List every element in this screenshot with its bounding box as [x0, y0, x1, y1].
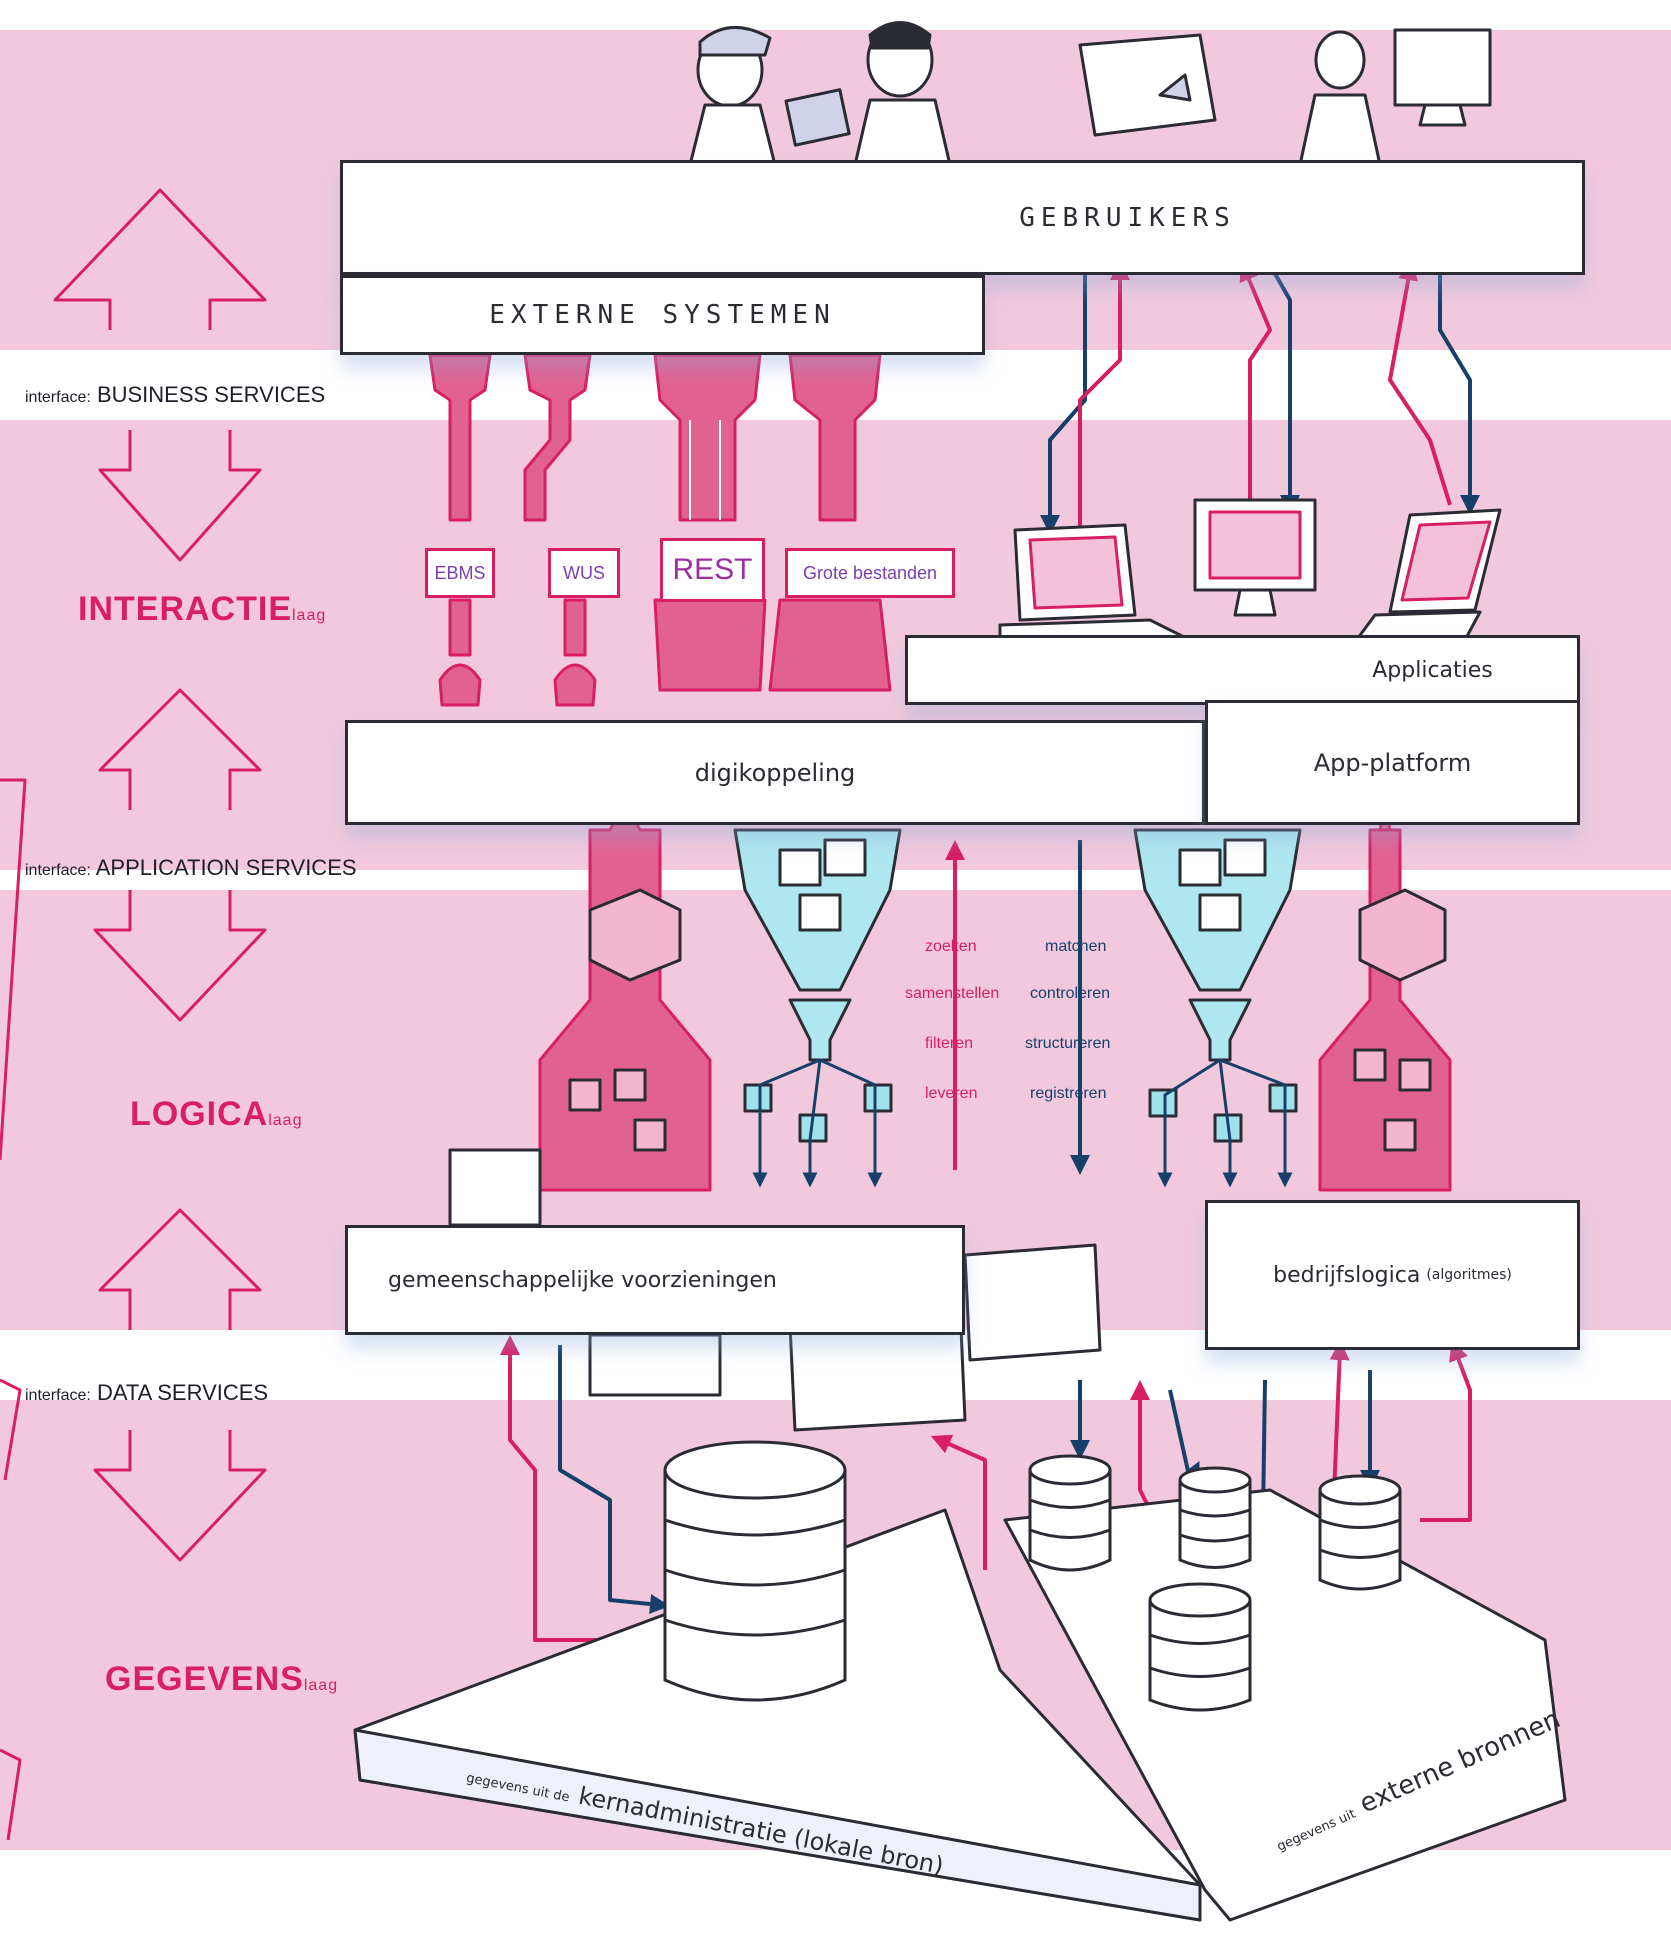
monitor-icon: [1393, 28, 1492, 127]
op-zoeken: zoeken: [925, 938, 977, 955]
plug-icon: [768, 353, 892, 692]
arrow-red-up: [500, 1335, 665, 1642]
info-containers: [538, 798, 1452, 1192]
monitor-icon: [1193, 498, 1317, 617]
laptop-icon: [998, 523, 1192, 652]
op-registreren: registreren: [1030, 1085, 1107, 1102]
arrow-up-logica-icon: [98, 688, 262, 810]
arrow-down-data-icon: [93, 1430, 267, 1562]
applicaties-block: Applicaties: [905, 635, 1580, 705]
interface-application-services: interface: APPLICATION SERVICES: [25, 855, 357, 880]
data-cube-icon: [568, 888, 1447, 1152]
digikoppeling-label: digikoppeling: [694, 758, 856, 787]
protocol-pipes: [428, 353, 892, 707]
app-platform-block: App-platform: [1205, 700, 1580, 825]
layer-logica: LOGICAlaag: [130, 1095, 303, 1133]
arrow-navy-down: [1268, 264, 1300, 515]
op-structureren: structureren: [1025, 1035, 1111, 1052]
database-icon: [1178, 1466, 1252, 1569]
arrow-red-up: [1420, 1340, 1472, 1522]
user-figure-icon: [1298, 30, 1382, 167]
info-bottle-left: [538, 798, 712, 1192]
op-filteren: filteren: [925, 1035, 974, 1052]
database-icon: [1148, 1582, 1252, 1712]
arrow-navy-down: [1168, 1389, 1200, 1484]
arrow-red-up: [1078, 260, 1130, 530]
data-platforms: [353, 1488, 1567, 1922]
interface-business-services: interface: BUSINESS SERVICES: [25, 382, 326, 407]
database-icon: [663, 1440, 847, 1702]
arrow-down-business-icon: [98, 430, 262, 562]
funnels: [733, 828, 1302, 1143]
data-cube-icon: [778, 838, 1267, 932]
op-matchen: matchen: [1045, 938, 1107, 955]
arrow-navy-down: [1040, 265, 1087, 535]
funnel-output-arrows: [752, 1058, 1293, 1188]
arrow-red-up: [930, 1434, 987, 1570]
user-figure-icon: [688, 26, 777, 167]
tablet-icon: [1078, 33, 1217, 137]
arrow-navy-down: [1438, 265, 1480, 515]
protocol-rest: REST: [660, 538, 765, 602]
app-platform-label: App-platform: [1313, 748, 1472, 777]
op-controleren: controleren: [1030, 985, 1111, 1002]
databases: [663, 1440, 1402, 1712]
arrow-up-interactie-icon: [53, 188, 267, 330]
externe-systemen-block: EXTERNE SYSTEMEN: [340, 275, 985, 355]
database-icon: [1318, 1474, 1402, 1591]
left-edge-stroke: [0, 778, 27, 1841]
gebruikers-label: GEBRUIKERS: [1019, 202, 1236, 233]
bedrijfslogica-sublabel: (algoritmes): [1426, 1267, 1512, 1283]
plug-icon: [523, 353, 597, 707]
interface-data-services: interface: DATA SERVICES: [25, 1380, 269, 1405]
platform-externe-bronnen: [1003, 1488, 1567, 1922]
arrow-red-up: [1388, 260, 1452, 506]
digikoppeling-block: digikoppeling: [345, 720, 1205, 825]
protocol-grote-bestanden: Grote bestanden: [785, 548, 955, 598]
op-leveren: leveren: [925, 1085, 978, 1102]
layer-interactie: INTERACTIElaag: [78, 590, 327, 628]
arrow-red-up: [1239, 260, 1272, 505]
applicaties-label: Applicaties: [1372, 657, 1493, 683]
plug-icon: [428, 353, 492, 707]
user-figure-icon: [853, 21, 952, 167]
laptop-icon: [1353, 508, 1502, 644]
arrow-navy-down: [558, 1345, 670, 1614]
logic-blocks: [448, 1148, 1102, 1432]
bedrijfslogica-block: bedrijfslogica (algoritmes): [1205, 1200, 1580, 1350]
gebruikers-block: GEBRUIKERS: [340, 160, 1585, 275]
protocol-ebms: EBMS: [425, 548, 495, 598]
operation-arrows: [945, 840, 1090, 1175]
user-arrows: [1040, 260, 1480, 535]
layer-gegevens: GEGEVENSlaag: [105, 1660, 339, 1698]
database-icon: [1028, 1454, 1112, 1572]
plug-icon: [653, 353, 767, 692]
data-cube-icon: [743, 1083, 1298, 1143]
gemeenschappelijke-voorzieningen-block: gemeenschappelijke voorzieningen: [345, 1225, 965, 1335]
externe-systemen-label: EXTERNE SYSTEMEN: [489, 300, 836, 330]
left-double-arrows: [0, 188, 267, 1841]
op-samenstellen: samenstellen: [905, 985, 1000, 1002]
app-devices: [998, 498, 1502, 652]
bedrijfslogica-label: bedrijfslogica: [1273, 1262, 1421, 1288]
arrow-up-gegevens-icon: [98, 1208, 262, 1330]
document-icon: [784, 88, 851, 147]
protocol-wus: WUS: [548, 548, 620, 598]
arrow-down-application-icon: [93, 890, 267, 1022]
gemeenschappelijke-label: gemeenschappelijke voorzieningen: [388, 1267, 777, 1293]
